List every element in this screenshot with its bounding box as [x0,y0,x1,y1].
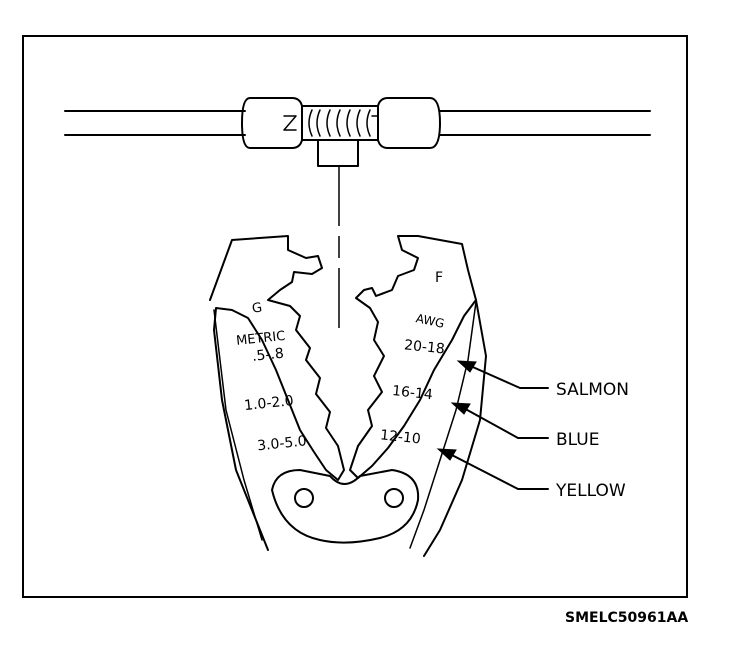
connector-right-sleeve [377,97,441,149]
hinge-pin-left [294,488,314,508]
wire-right [439,110,651,136]
callout-arrowhead-blue [450,402,471,415]
callout-line-yellow [445,451,549,490]
callout-label-blue: BLUE [556,430,599,450]
metric-size-1: .5-.8 [251,346,284,365]
connector-left-sleeve [241,97,303,149]
wire-left [64,110,246,136]
callout-arrows [436,360,549,490]
awg-size-2: 16-14 [391,383,433,403]
wire-and-connector [64,97,651,330]
metric-size-2: 1.0-2.0 [243,393,294,414]
connector-ridges [308,109,371,137]
callout-line-blue [459,405,549,439]
connector-spring-mark [283,115,379,131]
hinge-pin-right [384,488,404,508]
crimp-bead [317,139,359,167]
right-jaw-edge [409,301,477,549]
crimp-tool [209,235,487,557]
callout-arrowhead-yellow [436,448,457,461]
callout-label-salmon: SALMON [556,380,629,400]
right-jaw-outer [423,299,487,557]
right-marker-f: F [435,270,443,286]
awg-size-3: 12-10 [379,427,421,447]
callout-label-yellow: YELLOW [555,481,626,501]
figure-id: SMELC50961AA [565,610,688,626]
metric-size-3: 3.0-5.0 [256,433,307,454]
awg-scale-title: AWG [415,311,446,331]
left-jaw [209,235,345,551]
callout-arrowhead-salmon [456,360,477,373]
callout-line-salmon [465,363,549,389]
left-marker-g: G [251,301,263,317]
metric-scale-title: METRIC [235,329,286,349]
tool-hinge [271,469,420,544]
left-jaw-edge [213,309,263,541]
awg-size-1: 20-18 [403,337,445,357]
right-jaw [349,235,477,479]
figure-frame [22,35,688,598]
